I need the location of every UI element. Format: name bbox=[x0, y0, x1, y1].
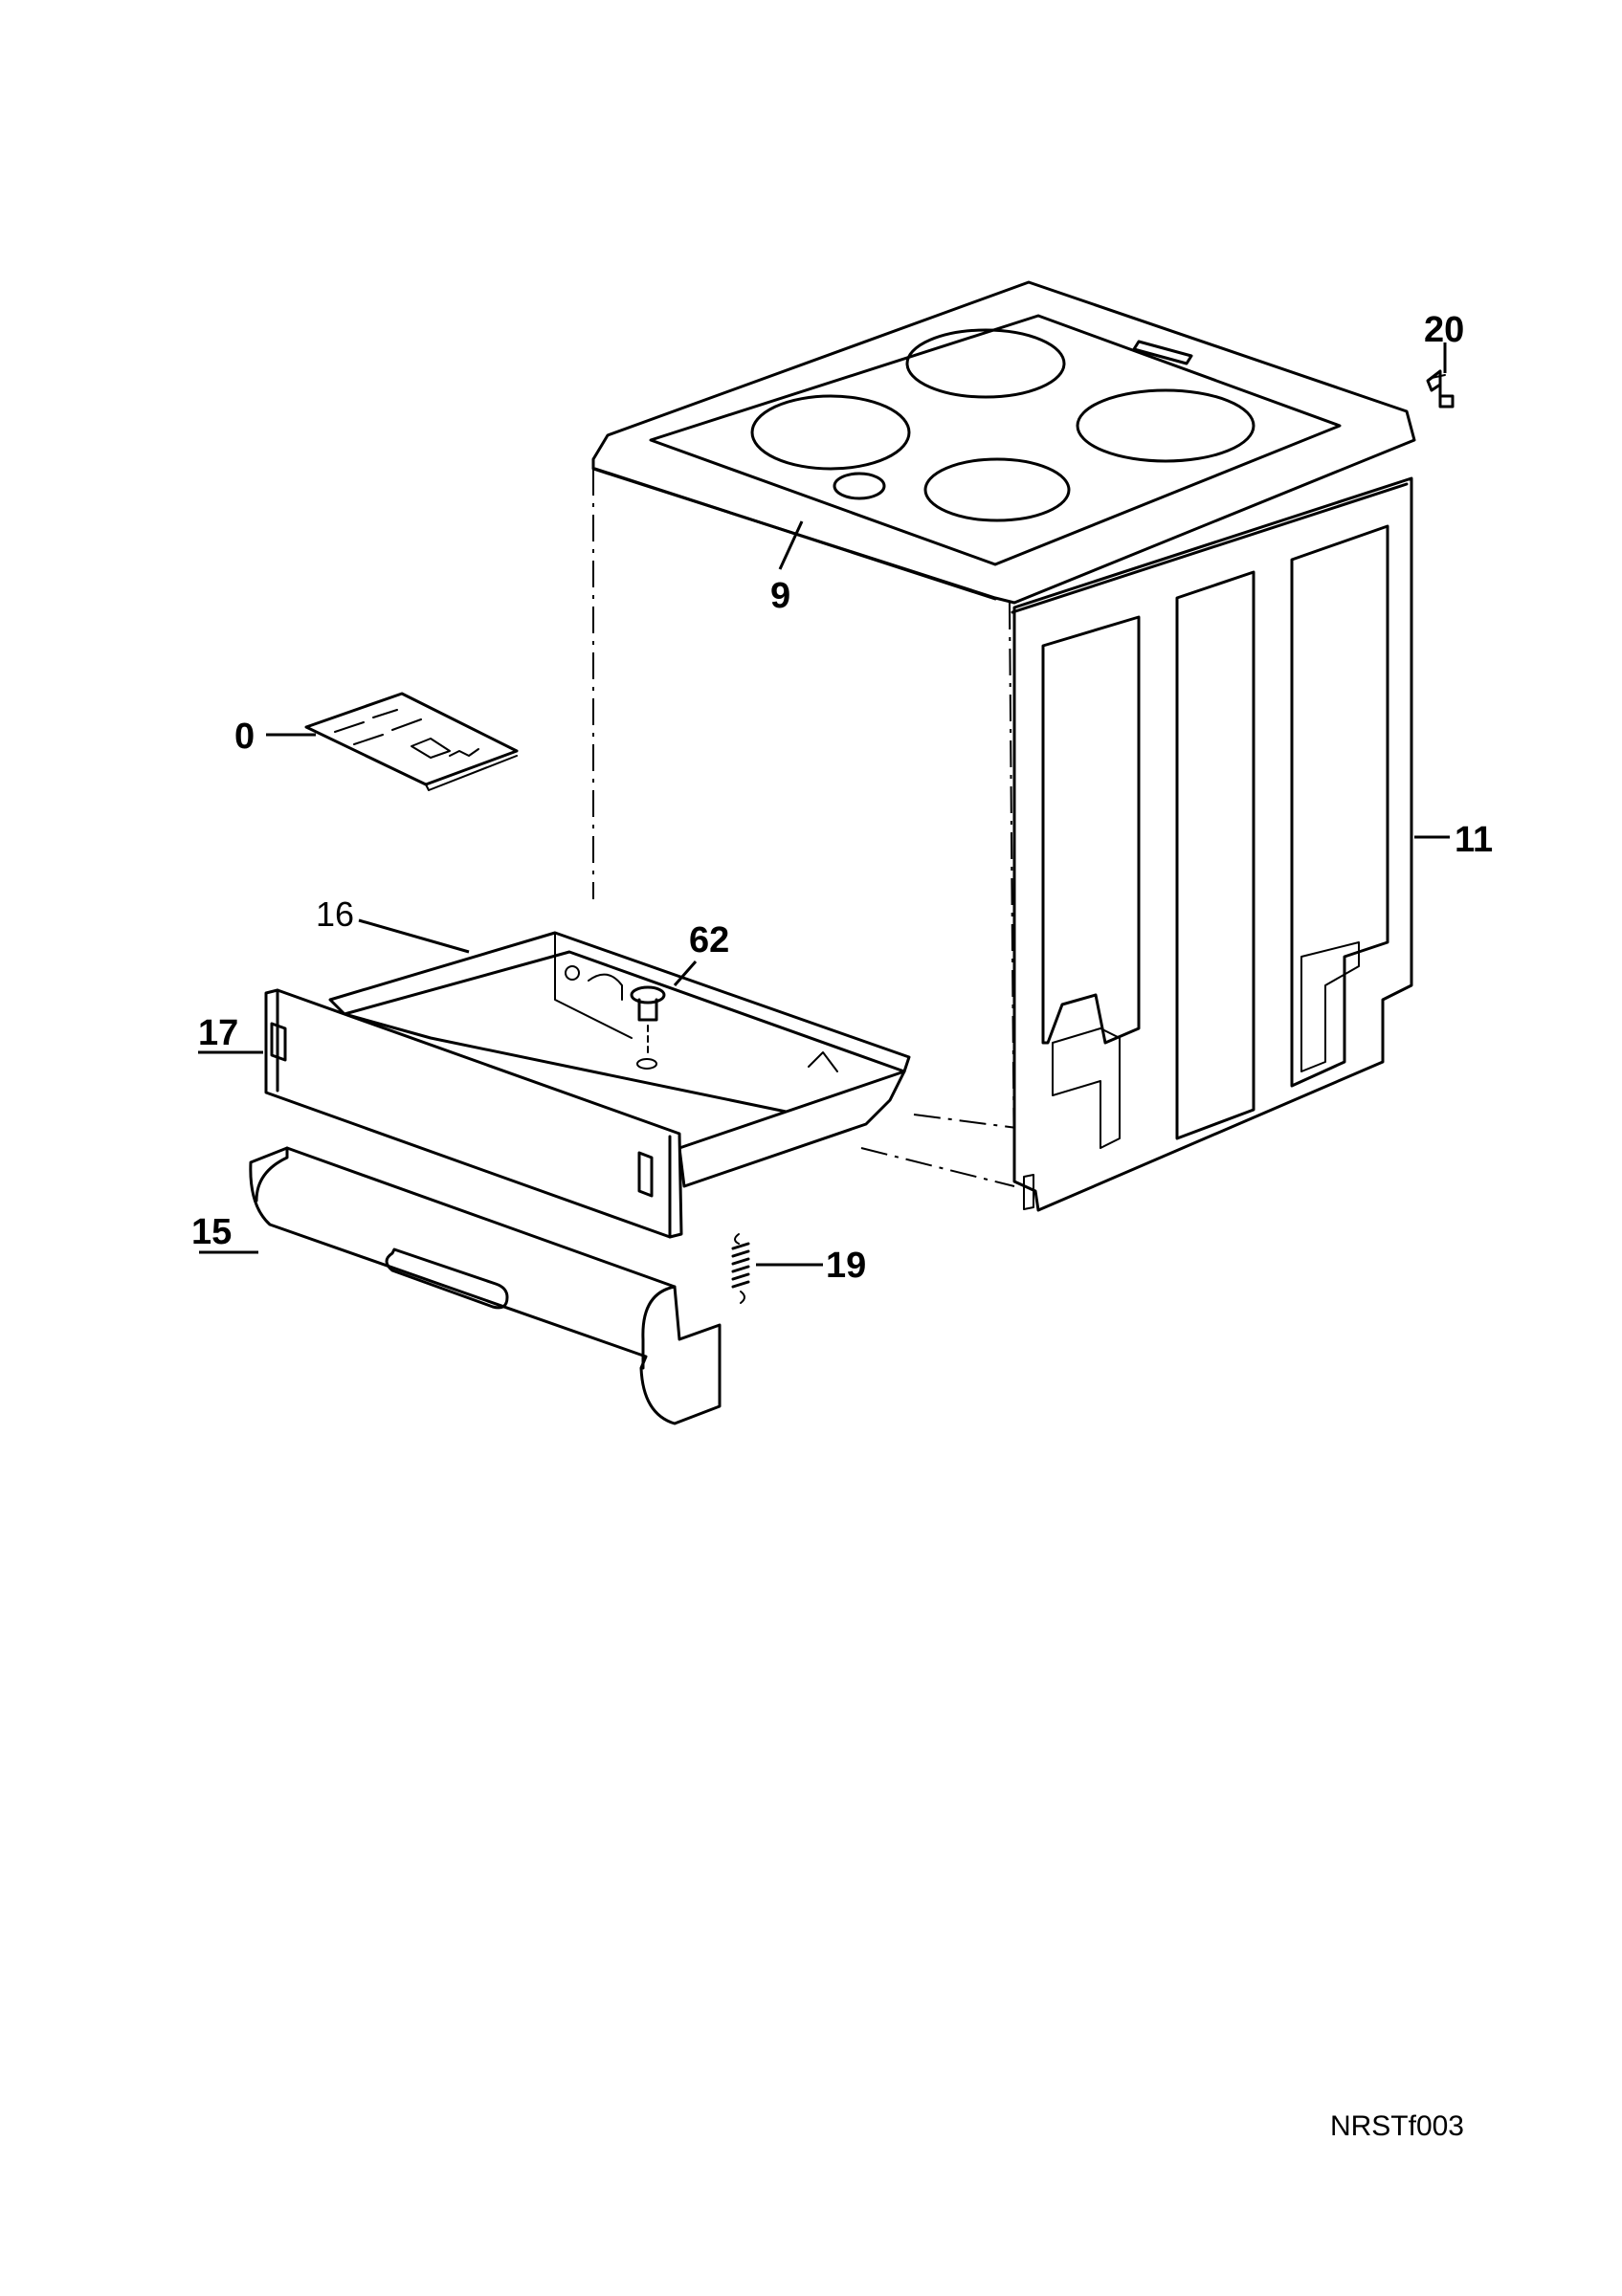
callout-20: 20 bbox=[1424, 310, 1464, 350]
callout-15: 15 bbox=[191, 1212, 232, 1252]
bracket bbox=[1426, 369, 1455, 408]
hotplate-front-left bbox=[750, 394, 911, 471]
callout-9: 9 bbox=[770, 576, 790, 616]
hotplate-front-right bbox=[923, 457, 1071, 522]
plinth-panel bbox=[249, 1146, 722, 1425]
side-panel bbox=[1012, 476, 1413, 1212]
hob-vent-slot bbox=[1132, 340, 1193, 365]
side-panel-recess-right bbox=[1290, 524, 1389, 1088]
drawer-slot-right bbox=[637, 1151, 654, 1198]
drawing-code: NRSTf003 bbox=[1330, 2110, 1464, 2142]
leader-lines bbox=[199, 342, 1450, 1267]
spring bbox=[731, 1233, 750, 1304]
callout-62: 62 bbox=[689, 920, 729, 960]
hotplate-rear-right bbox=[1076, 388, 1255, 463]
callout-11: 11 bbox=[1455, 820, 1493, 860]
indicator-light bbox=[833, 472, 886, 500]
callout-0: 0 bbox=[234, 717, 255, 757]
drawer-tray bbox=[264, 931, 911, 1239]
callout-16: 16 bbox=[316, 894, 354, 934]
screw bbox=[630, 985, 666, 1070]
hotplate-rear-left bbox=[905, 328, 1066, 399]
plinth-handle-slot bbox=[385, 1247, 509, 1310]
callout-17: 17 bbox=[198, 1013, 238, 1053]
instruction-booklet bbox=[304, 692, 519, 791]
drawer-slot-left bbox=[270, 1022, 287, 1062]
side-panel-recess-middle bbox=[1175, 570, 1255, 1140]
side-panel-recess-left bbox=[1041, 615, 1141, 1045]
cooker-body bbox=[591, 280, 1416, 1212]
callout-19: 19 bbox=[826, 1246, 866, 1286]
